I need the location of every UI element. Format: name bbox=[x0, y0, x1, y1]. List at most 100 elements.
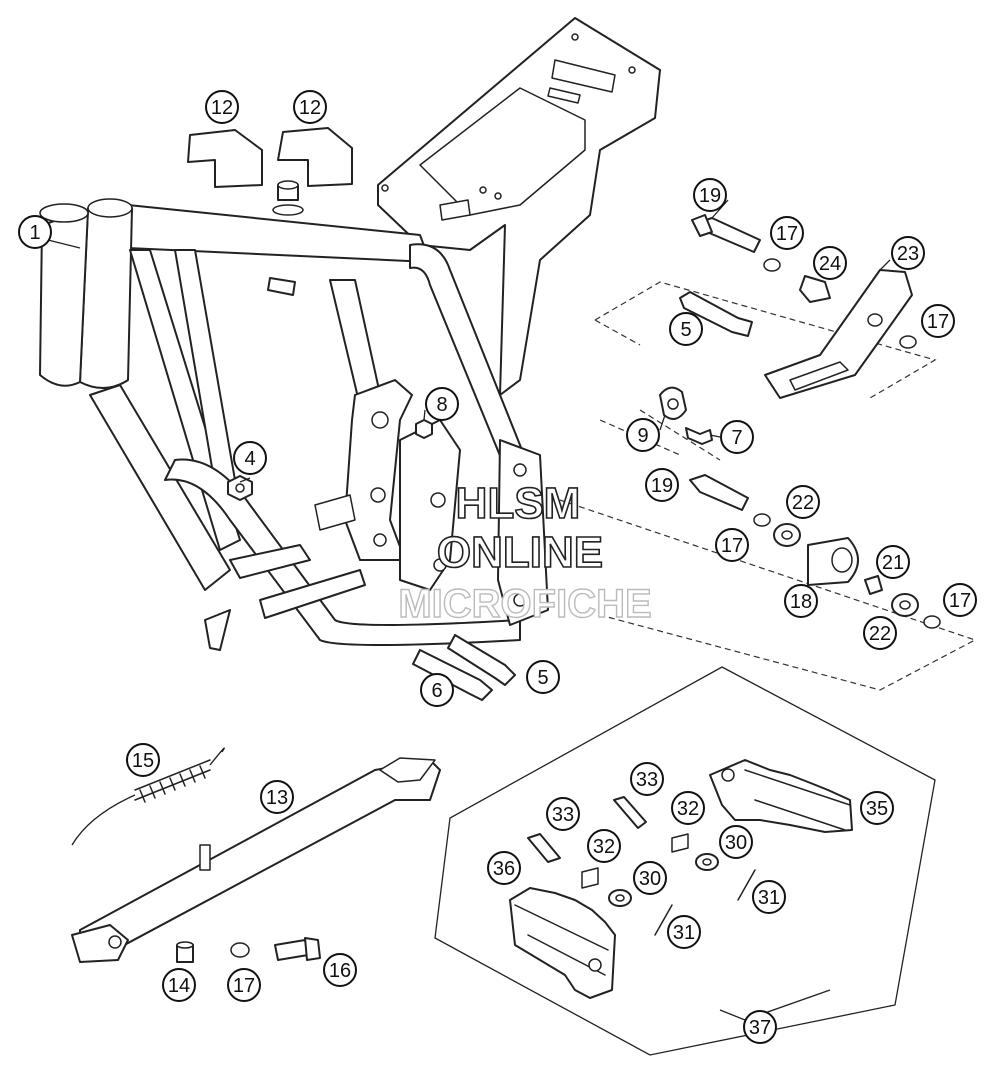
callout-c7: 7 bbox=[720, 420, 754, 454]
callout-label: 8 bbox=[436, 394, 447, 416]
callout-c23: 23 bbox=[891, 236, 925, 270]
callout-label: 12 bbox=[299, 97, 321, 119]
callout-c30a: 30 bbox=[719, 825, 753, 859]
callout-c32a: 32 bbox=[671, 791, 705, 825]
callout-label: 7 bbox=[731, 427, 742, 449]
callout-label: 33 bbox=[552, 804, 574, 826]
callout-label: 1 bbox=[29, 222, 40, 244]
callout-c21: 21 bbox=[876, 545, 910, 579]
callout-c5b: 5 bbox=[526, 660, 560, 694]
callout-circle bbox=[876, 545, 910, 579]
callout-label: 12 bbox=[211, 97, 233, 119]
callout-circle bbox=[921, 304, 955, 338]
washer-17-mid bbox=[753, 513, 771, 527]
callout-circle bbox=[162, 968, 196, 1002]
callout-circle bbox=[526, 660, 560, 694]
callout-label: 18 bbox=[790, 591, 812, 613]
callout-label: 30 bbox=[639, 868, 661, 890]
callout-label: 15 bbox=[132, 750, 154, 772]
callout-circle bbox=[420, 673, 454, 707]
callout-circle bbox=[587, 829, 621, 863]
callout-circle bbox=[667, 915, 701, 949]
callout-circle bbox=[786, 485, 820, 519]
sidestand-13 bbox=[79, 759, 441, 956]
callout-c36: 36 bbox=[487, 851, 521, 885]
callout-c22a: 22 bbox=[786, 485, 820, 519]
footpeg-35 bbox=[709, 759, 853, 833]
callout-circle bbox=[743, 1010, 777, 1044]
callout-label: 19 bbox=[651, 475, 673, 497]
callout-label: 19 bbox=[699, 185, 721, 207]
bolt-7 bbox=[685, 427, 713, 445]
callout-circle bbox=[715, 528, 749, 562]
cotter-pin-31-right bbox=[737, 869, 756, 901]
washer-17-stand bbox=[230, 942, 250, 958]
watermark-line2: ONLINE bbox=[437, 528, 603, 577]
callout-c24: 24 bbox=[813, 246, 847, 280]
callout-c13: 13 bbox=[260, 780, 294, 814]
callout-label: 13 bbox=[266, 787, 288, 809]
callout-circle bbox=[669, 312, 703, 346]
sidestand-group bbox=[71, 747, 441, 963]
callout-circle bbox=[233, 441, 267, 475]
callout-label: 32 bbox=[593, 836, 615, 858]
callout-label: 4 bbox=[244, 448, 255, 470]
callout-label: 17 bbox=[721, 535, 743, 557]
callout-circle bbox=[633, 861, 667, 895]
callout-circle bbox=[626, 418, 660, 452]
bushing-21 bbox=[864, 575, 883, 595]
callout-c8: 8 bbox=[425, 387, 459, 421]
washer-17-lower bbox=[923, 615, 941, 629]
callout-c12a: 12 bbox=[205, 90, 239, 124]
guard-plate-right bbox=[277, 127, 353, 187]
footpeg-bracket-23 bbox=[764, 269, 913, 399]
callout-c19b: 19 bbox=[645, 468, 679, 502]
callout-label: 14 bbox=[168, 975, 190, 997]
footpeg-kit-37 bbox=[434, 666, 936, 1056]
callout-circle bbox=[323, 953, 357, 987]
callout-leaders bbox=[47, 199, 891, 1021]
callout-label: 32 bbox=[677, 798, 699, 820]
callout-circle bbox=[487, 851, 521, 885]
callout-c6: 6 bbox=[420, 673, 454, 707]
callout-c19a: 19 bbox=[693, 178, 727, 212]
watermark-line1: HLSM bbox=[456, 479, 581, 528]
callout-circle bbox=[227, 968, 261, 1002]
callout-label: 33 bbox=[636, 769, 658, 791]
callout-c17c: 17 bbox=[715, 528, 749, 562]
callout-c31a: 31 bbox=[752, 880, 786, 914]
callout-c32b: 32 bbox=[587, 829, 621, 863]
callout-label: 6 bbox=[431, 680, 442, 702]
side-parts-group bbox=[559, 214, 977, 691]
bolt-5-lower bbox=[447, 634, 516, 686]
callout-c12b: 12 bbox=[293, 90, 327, 124]
callout-label: 17 bbox=[233, 975, 255, 997]
callout-c1: 1 bbox=[18, 215, 52, 249]
callout-circle bbox=[630, 762, 664, 796]
callout-circle bbox=[719, 825, 753, 859]
washer-17-upper bbox=[763, 258, 781, 272]
bolt-19-lower bbox=[689, 474, 749, 511]
callout-circle bbox=[645, 468, 679, 502]
callout-c35: 35 bbox=[860, 791, 894, 825]
callout-circle bbox=[260, 780, 294, 814]
callout-circle bbox=[205, 90, 239, 124]
callout-label: 22 bbox=[792, 492, 814, 514]
callout-label: 31 bbox=[673, 922, 695, 944]
callout-circle bbox=[863, 616, 897, 650]
cotter-pin-31-left bbox=[654, 904, 673, 936]
pin-33-left bbox=[527, 833, 561, 863]
callout-circle bbox=[425, 387, 459, 421]
callout-label: 24 bbox=[819, 253, 841, 275]
watermark-line3: MICROFICHE bbox=[398, 582, 651, 626]
callout-c31b: 31 bbox=[667, 915, 701, 949]
callout-label: 30 bbox=[725, 832, 747, 854]
callout-c5a: 5 bbox=[669, 312, 703, 346]
callout-c4: 4 bbox=[233, 441, 267, 475]
callout-circle bbox=[126, 743, 160, 777]
callout-label: 5 bbox=[537, 667, 548, 689]
callout-c17a: 17 bbox=[770, 216, 804, 250]
callout-label: 17 bbox=[927, 311, 949, 333]
watermark: HLSM ONLINE MICROFICHE bbox=[398, 478, 653, 627]
callout-label: 17 bbox=[776, 223, 798, 245]
